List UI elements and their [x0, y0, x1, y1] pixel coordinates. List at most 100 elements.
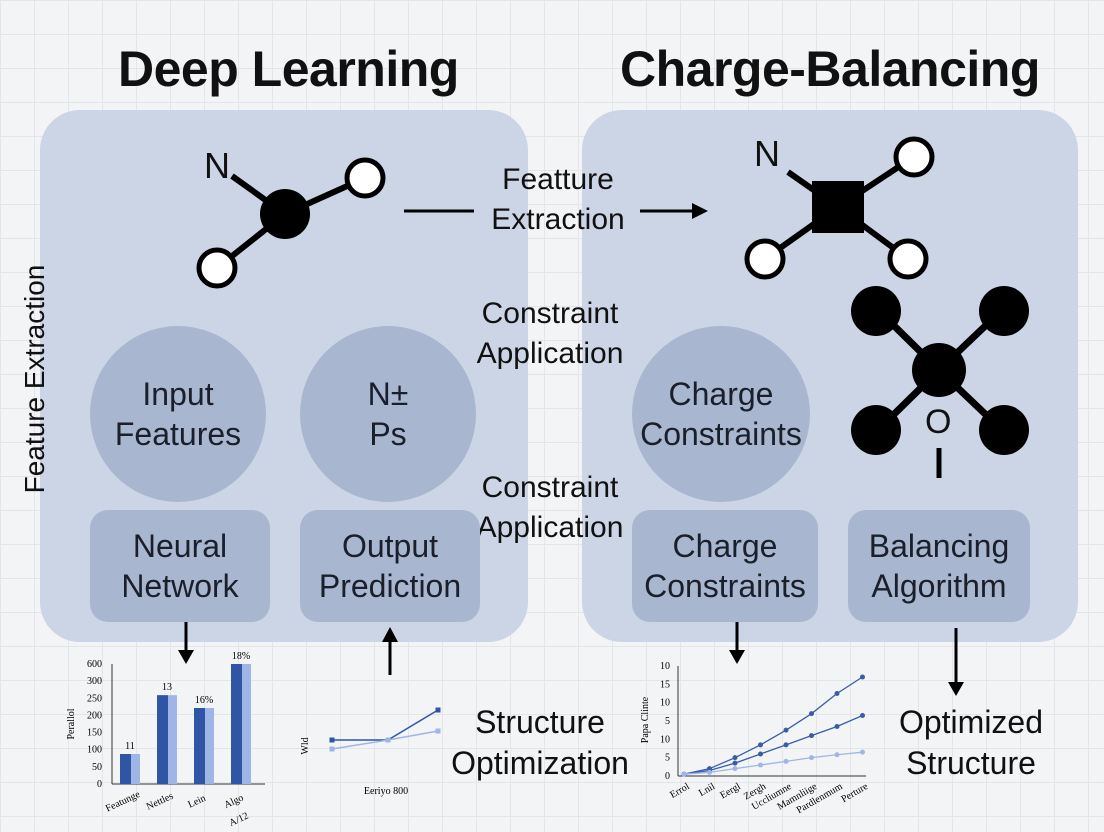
y-tick-label: 600 [87, 659, 102, 670]
data-point [834, 691, 840, 696]
np-node: N±Ps [300, 326, 476, 502]
x-tick-label: Featunge [104, 789, 142, 815]
data-point [783, 742, 789, 748]
arrow-right-icon [692, 203, 708, 219]
y-axis-label: Wld [300, 737, 311, 754]
x-tick-label: Perture [839, 781, 870, 805]
y-tick-label: 0 [97, 779, 102, 790]
data-point [860, 749, 865, 755]
y-tick-label: 5 [665, 716, 670, 727]
x-tick-label: Lein [186, 793, 207, 811]
bar-value-label: 16% [195, 695, 213, 706]
optimized-structure-label: Optimized Structure [898, 704, 1044, 781]
bar [194, 708, 205, 784]
data-point [732, 760, 738, 766]
x-axis-label: Eeriyo 800 [364, 786, 408, 797]
x-tick-label: Errol [668, 781, 691, 801]
x-tick-label: Lnil [697, 781, 717, 799]
left-atom-label: N [204, 145, 230, 186]
arrow-down-icon [729, 650, 745, 664]
data-point [732, 755, 738, 761]
bar [120, 754, 131, 784]
data-point [329, 737, 335, 743]
series-line [332, 709, 439, 741]
bar-value-label: 13 [162, 682, 172, 693]
y-tick-label: 15 [660, 679, 670, 690]
bar [231, 664, 242, 784]
x-tick-label: Nettles [145, 791, 175, 813]
constraint-application-label-2: Constraint Application [476, 471, 624, 544]
y-tick-label: 300 [87, 676, 102, 687]
y-tick-label: 5 [665, 753, 670, 764]
feature-extraction-label: Featture Extraction [491, 163, 625, 236]
x-tick-label: Algo [223, 793, 246, 811]
big-molecule-label: O [925, 403, 952, 441]
atom-hollow [893, 136, 935, 178]
atom-hollow [344, 157, 386, 199]
y-tick-label: 100 [87, 745, 102, 756]
data-point [732, 766, 738, 772]
y-axis-label: Papa Clinte [640, 696, 651, 743]
data-point [834, 724, 840, 729]
title-deep-learning: Deep Learning [118, 41, 459, 97]
y-tick-label: 10 [660, 661, 670, 672]
bar-chart: 600 300 250 200 150 100 50 0 Perallol 11 13 16% 18% F… [66, 652, 265, 829]
atom-hollow [887, 238, 929, 280]
data-point [758, 751, 763, 757]
structure-optimization-label: Structure Optimization [451, 704, 629, 781]
arrow-up-icon [382, 627, 398, 642]
y-tick-label: 200 [87, 710, 102, 721]
data-point [783, 758, 789, 764]
y-tick-label: 250 [87, 693, 102, 704]
arrow-down-icon [178, 650, 194, 664]
data-point [809, 711, 814, 717]
data-point [435, 707, 441, 713]
data-point [707, 769, 712, 775]
y-tick-label: 50 [92, 762, 102, 773]
series-line [683, 714, 863, 775]
big-molecule [851, 286, 1029, 478]
y-tick-label: 150 [87, 728, 102, 739]
data-point [385, 737, 391, 743]
y-tick-label: 10 [660, 698, 670, 709]
data-point [809, 755, 814, 761]
right-molecule [744, 136, 935, 280]
x-tick-label: Eergl [718, 781, 742, 801]
series-line [683, 676, 863, 775]
arrow-down-icon [948, 682, 964, 696]
y-axis-label: Perallol [66, 708, 77, 739]
title-charge-balancing: Charge-Balancing [620, 41, 1040, 97]
atom-hollow [744, 238, 786, 280]
atom-square [812, 181, 864, 233]
y-tick-label: 10 [660, 734, 670, 745]
constraint-application-label-1: Constraint Application [476, 297, 624, 370]
data-point [681, 771, 687, 777]
bar [157, 695, 168, 784]
left-molecule [196, 157, 386, 289]
data-point [758, 762, 763, 768]
y-tick-label: 0 [665, 771, 670, 782]
data-point [834, 752, 840, 758]
data-point [435, 728, 441, 734]
right-atom-label: N [754, 133, 780, 174]
data-point [860, 674, 865, 680]
data-point [809, 733, 814, 739]
bar-value-label: 11 [125, 741, 135, 752]
series-line [683, 751, 863, 775]
atom-hollow [196, 247, 238, 289]
x-tick-label: A/12 [228, 811, 251, 829]
data-point [329, 746, 335, 752]
data-point [860, 713, 865, 718]
bar-value-label: 18% [232, 652, 250, 662]
data-point [783, 727, 789, 733]
atom-filled [260, 189, 310, 239]
